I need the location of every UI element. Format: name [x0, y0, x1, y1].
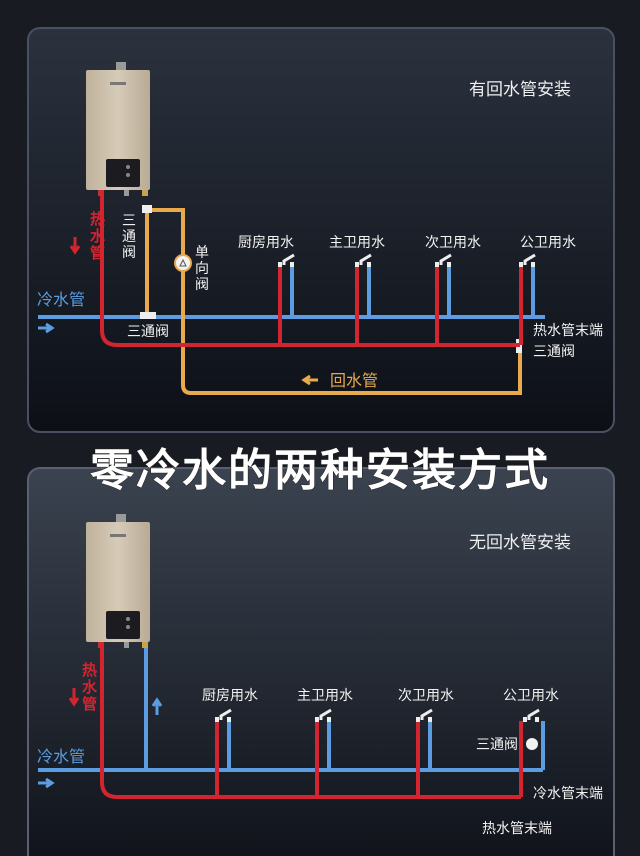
fixture-public-bath: 公卫用水	[503, 688, 559, 797]
fixture-label: 厨房用水	[202, 688, 258, 704]
return-pipe	[145, 208, 522, 395]
fixture-label: 公卫用水	[503, 688, 559, 704]
fixture-label: 公卫用水	[520, 235, 576, 251]
svg-text:热: 热	[90, 210, 105, 228]
right-arrow-icon	[38, 777, 55, 789]
tee-valve-bottom	[140, 312, 156, 319]
hot-water-pipe	[100, 642, 521, 799]
svg-text:管: 管	[90, 244, 105, 262]
fixture-label: 主卫用水	[329, 235, 385, 251]
down-arrow-icon	[68, 688, 80, 707]
fixture-label: 次卫用水	[425, 235, 481, 251]
return-pipe-label: 回水管	[330, 371, 378, 390]
top-panel: 有回水管安装 厨房用水 主卫用水 次卫用水	[27, 27, 615, 433]
hot-pipe-label: 热 水 管	[82, 661, 98, 713]
water-heater	[86, 514, 150, 648]
hot-pipe-label: 热 水 管	[90, 210, 106, 262]
up-arrow-icon	[151, 697, 163, 715]
fixture-label: 厨房用水	[238, 235, 294, 251]
tee-valve-label: 三通阀	[476, 737, 518, 753]
svg-text:向: 向	[195, 261, 209, 277]
cold-pipe-label: 冷水管	[37, 747, 85, 766]
cold-pipe-label: 冷水管	[37, 290, 85, 309]
svg-text:水: 水	[90, 227, 106, 245]
cold-end-label: 冷水管末端	[533, 786, 603, 802]
svg-text:管: 管	[82, 695, 97, 713]
down-arrow-icon	[69, 237, 81, 255]
bottom-panel-title: 无回水管安装	[469, 533, 571, 553]
tee-valve-bottom-label: 三通阀	[127, 324, 169, 340]
top-panel-title: 有回水管安装	[469, 80, 571, 100]
fixture-master-bath: 主卫用水	[297, 688, 353, 797]
tee-valve-vertical-label: 三 通 阀	[122, 213, 136, 261]
check-valve-label: 单 向 阀	[195, 245, 209, 293]
svg-text:阀: 阀	[122, 245, 136, 261]
fixture-public-bath: 公卫用水	[517, 235, 576, 345]
tee-valve-end-label: 三通阀	[533, 344, 575, 360]
fixture-master-bath: 主卫用水	[329, 235, 385, 345]
check-valve-icon	[174, 254, 192, 272]
hot-water-pipe	[100, 190, 520, 347]
fixture-label: 次卫用水	[398, 688, 454, 704]
svg-text:单: 单	[195, 245, 209, 261]
svg-text:通: 通	[122, 229, 136, 245]
fixture-label: 主卫用水	[297, 688, 353, 704]
headline: 零冷水的两种安装方式	[90, 445, 550, 496]
svg-text:阀: 阀	[195, 277, 209, 293]
water-heater	[86, 62, 150, 196]
right-arrow-icon	[38, 322, 55, 334]
left-arrow-icon	[301, 374, 318, 386]
tee-valve-top	[142, 205, 152, 213]
fixture-kitchen: 厨房用水	[238, 235, 296, 345]
hot-end-label: 热水管末端	[533, 323, 603, 339]
hot-end-label: 热水管末端	[482, 821, 552, 837]
tee-valve-icon	[526, 738, 538, 750]
svg-text:热: 热	[82, 661, 97, 679]
bottom-panel: 无回水管安装 厨房用水 主卫用水 次卫用水 公卫用水 三通阀 热	[27, 467, 615, 856]
fixture-second-bath: 次卫用水	[398, 688, 454, 797]
fixture-second-bath: 次卫用水	[425, 235, 481, 345]
fixture-kitchen: 厨房用水	[202, 688, 258, 797]
svg-text:水: 水	[82, 678, 98, 696]
svg-text:三: 三	[122, 213, 136, 229]
